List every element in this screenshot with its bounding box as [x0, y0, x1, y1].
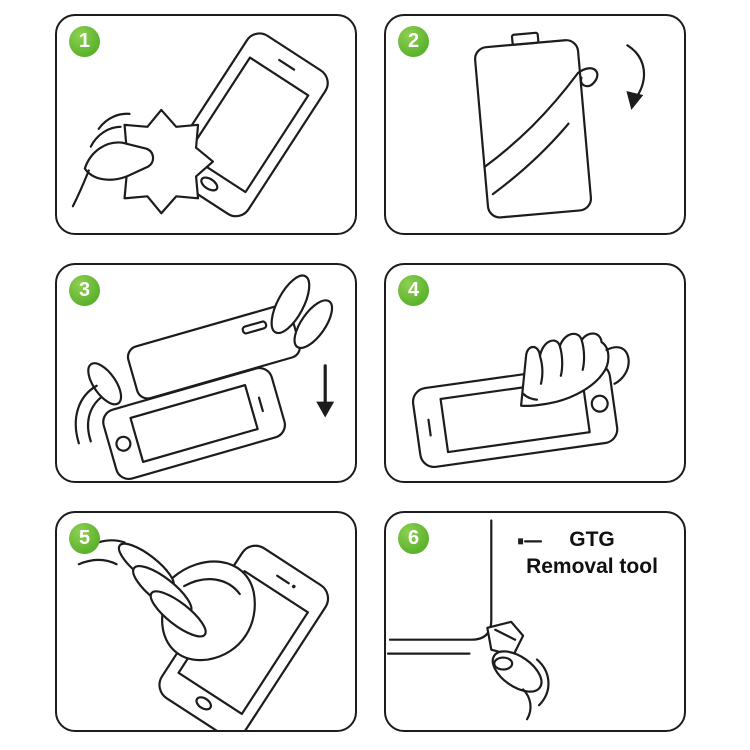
removal-tool-label: GTG Removal tool	[506, 527, 678, 580]
step-panel-6: 6	[384, 511, 686, 732]
hand-icon	[491, 650, 550, 721]
step-panel-4: 4	[384, 262, 686, 484]
step-number-badge: 6	[398, 523, 429, 555]
hand-icon	[71, 112, 155, 208]
step-panel-2: 2	[384, 14, 686, 235]
hand-left-icon	[74, 361, 123, 445]
hand-icon	[77, 539, 207, 638]
step-number-badge: 4	[398, 274, 429, 306]
illustration-smooth-surface	[77, 539, 330, 730]
hand-icon	[520, 332, 630, 407]
illustration-removal-tool	[386, 519, 550, 721]
step-number-badge: 2	[398, 26, 429, 57]
hand-right-icon	[270, 274, 334, 349]
cloth-fold-line	[183, 578, 241, 596]
step-number-badge: 1	[69, 26, 100, 57]
film-tab-icon	[510, 31, 540, 46]
illustration-press-screen	[411, 332, 630, 468]
removal-tool-label-line2: Removal tool	[526, 554, 658, 578]
step-number-badge: 5	[69, 523, 100, 555]
film-curl-icon	[576, 67, 599, 88]
glass-corner-icon	[386, 519, 493, 656]
screen-protector-icon	[474, 31, 599, 219]
illustration-align-glass	[74, 274, 335, 480]
step-panel-3: 3	[55, 262, 357, 484]
phone-icon	[166, 32, 329, 218]
step-panel-1: 1	[55, 14, 357, 235]
illustration-peel-film	[474, 31, 646, 219]
arrow-down-icon	[626, 44, 646, 110]
label-leader-icon	[518, 538, 543, 545]
removal-tool-icon	[486, 621, 525, 658]
illustration-clean-screen	[71, 32, 329, 218]
arrow-down-icon	[316, 363, 335, 418]
film-peel-edge	[483, 71, 580, 169]
steps-grid: 1 2	[55, 14, 686, 732]
step-number-badge: 3	[69, 274, 100, 306]
step-panel-5: 5	[55, 511, 357, 732]
removal-tool-label-line1: GTG	[569, 528, 615, 552]
